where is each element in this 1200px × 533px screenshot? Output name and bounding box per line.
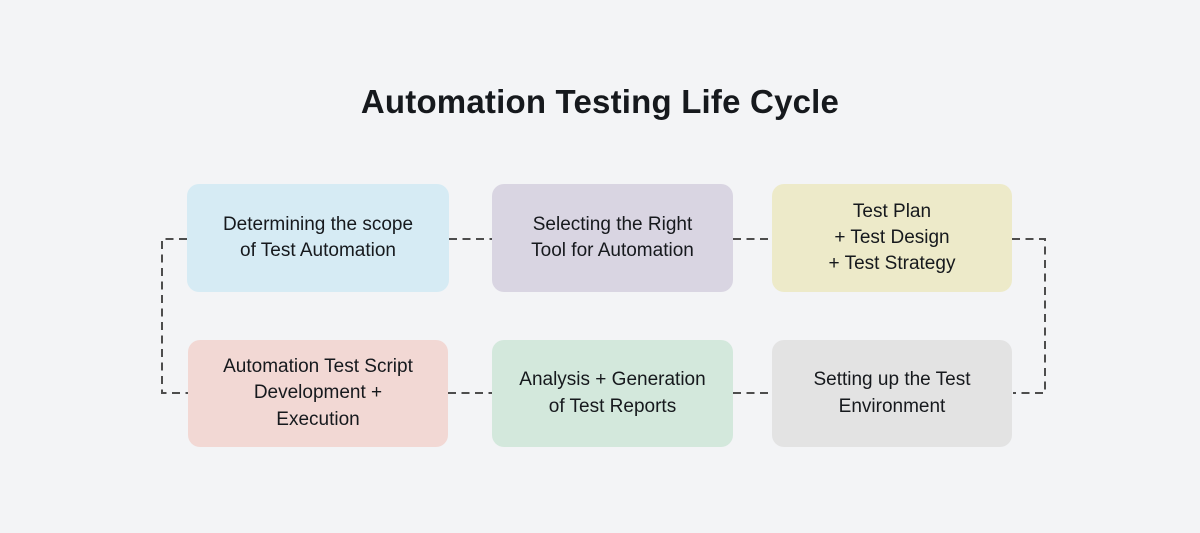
connector-plan-environment [1012,238,1046,394]
node-determining-scope: Determining the scope of Test Automation [187,184,449,292]
node-selecting-tool: Selecting the Right Tool for Automation [492,184,733,292]
node-script-development-execution-label: Automation Test Script Development + Exe… [223,356,413,430]
node-setup-test-environment-label: Setting up the Test Environment [813,369,971,417]
node-determining-scope-label: Determining the scope of Test Automation [222,213,414,261]
diagram-title: Automation Testing Life Cycle [360,83,840,120]
node-selecting-tool-label: Selecting the Right Tool for Automation [531,213,694,261]
node-script-development-execution: Automation Test Script Development + Exe… [188,340,448,447]
node-test-plan-design-strategy-label: Test Plan + Test Design + Test Strategy [828,200,956,275]
node-test-plan-design-strategy: Test Plan + Test Design + Test Strategy [772,184,1012,292]
node-analysis-test-reports-label: Analysis + Generation of Test Reports [519,369,706,417]
connector-script-scope [161,238,188,394]
node-setup-test-environment: Setting up the Test Environment [772,340,1012,447]
node-analysis-test-reports: Analysis + Generation of Test Reports [492,340,733,447]
